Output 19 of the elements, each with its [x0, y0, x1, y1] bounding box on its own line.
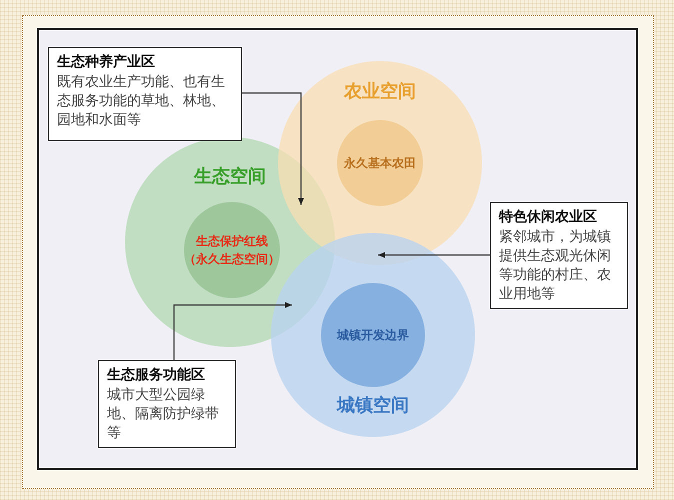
zone-title: 农业空间	[342, 80, 417, 103]
leader-arrow	[242, 92, 304, 205]
zone-label: （永久生态空间）	[184, 251, 280, 268]
note-text: 既有农业生产功能、也有生态服务功能的草地、林地、园地和水面等	[57, 73, 226, 130]
note-box	[48, 47, 242, 141]
note-box	[98, 360, 236, 448]
zone-title: 城镇空间	[336, 394, 410, 417]
note-text: 城市大型公园绿地、隔离防护绿带等	[107, 386, 220, 443]
zone-label: 生态保护红线	[196, 233, 268, 250]
zone-label: 城镇开发边界	[337, 327, 409, 344]
zone-title: 生态空间	[192, 165, 267, 188]
note-heading: 特色休闲农业区	[499, 208, 598, 227]
leader-arrow	[173, 302, 292, 360]
note-box	[490, 202, 628, 309]
leader-arrow	[378, 252, 490, 258]
zone-label: 永久基本农田	[344, 155, 416, 172]
note-heading: 生态种养产业区	[57, 53, 156, 72]
note-heading: 生态服务功能区	[107, 366, 206, 385]
note-text: 紧邻城市，为城镇提供生态观光休闲等功能的村庄、农业用地等	[499, 228, 612, 304]
